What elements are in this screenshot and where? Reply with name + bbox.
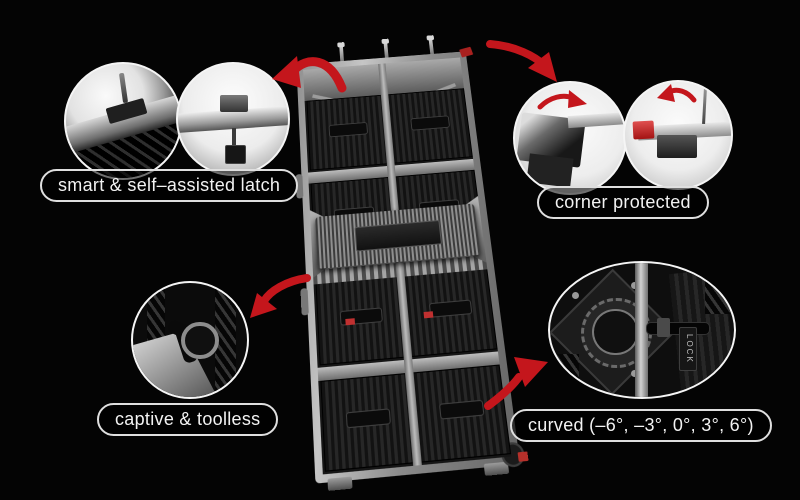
panel-texture [553, 354, 580, 392]
adjust-rod [645, 321, 711, 335]
label-smart-latch: smart & self–assisted latch [40, 169, 299, 202]
led-module [412, 364, 512, 463]
led-module [306, 94, 390, 171]
latch-clamp [219, 94, 249, 113]
rod-collar [656, 317, 670, 337]
latch-detail-photo-1 [64, 62, 182, 180]
panel-texture [704, 273, 731, 314]
corner-detail-photo-1 [513, 81, 627, 195]
red-corner-clamp [459, 46, 474, 58]
corner-body [526, 153, 574, 187]
panel-frame [295, 39, 529, 491]
side-handle [300, 287, 309, 316]
panel-interior [303, 57, 512, 475]
guide-pin [702, 88, 708, 125]
label-corner-protected: corner protected [537, 186, 709, 219]
led-module [320, 372, 416, 472]
arrow-to-corner-callout [486, 40, 557, 82]
led-module [403, 266, 498, 357]
led-module [315, 274, 407, 365]
frame-rail [567, 111, 625, 129]
screw [630, 281, 638, 289]
curved-lock-detail-photo: LOCK [548, 261, 736, 399]
connector-plug [225, 145, 246, 164]
frame-edge-rail [634, 263, 648, 397]
red-corner-accent [517, 451, 529, 462]
label-curved-angles: curved (–6°, –3°, 0°, 3°, 6°) [510, 409, 772, 442]
led-module [387, 87, 474, 164]
screw [572, 292, 580, 300]
corner-body [656, 135, 698, 159]
captive-knob-detail-photo [131, 281, 249, 399]
knob-center [592, 308, 639, 356]
latch-detail-photo-2 [176, 62, 290, 176]
red-protector-cap [633, 120, 656, 140]
latch-pin [118, 72, 128, 103]
red-module-tab [345, 318, 355, 326]
corner-detail-photo-2 [623, 80, 733, 190]
arrow-to-captive-callout [250, 274, 311, 318]
knob-hub [180, 321, 219, 360]
guide-pin [383, 42, 389, 58]
label-captive-toolless: captive & toolless [97, 403, 279, 436]
guide-pin [428, 39, 434, 55]
connector-rod [231, 127, 237, 148]
panel-foot [327, 476, 353, 491]
panel-texture [215, 283, 236, 397]
led-panel-rear-view [295, 39, 529, 491]
guide-pin [339, 46, 345, 62]
lock-engraving: LOCK [678, 327, 697, 372]
screw [630, 370, 638, 378]
red-module-tab [423, 311, 433, 319]
